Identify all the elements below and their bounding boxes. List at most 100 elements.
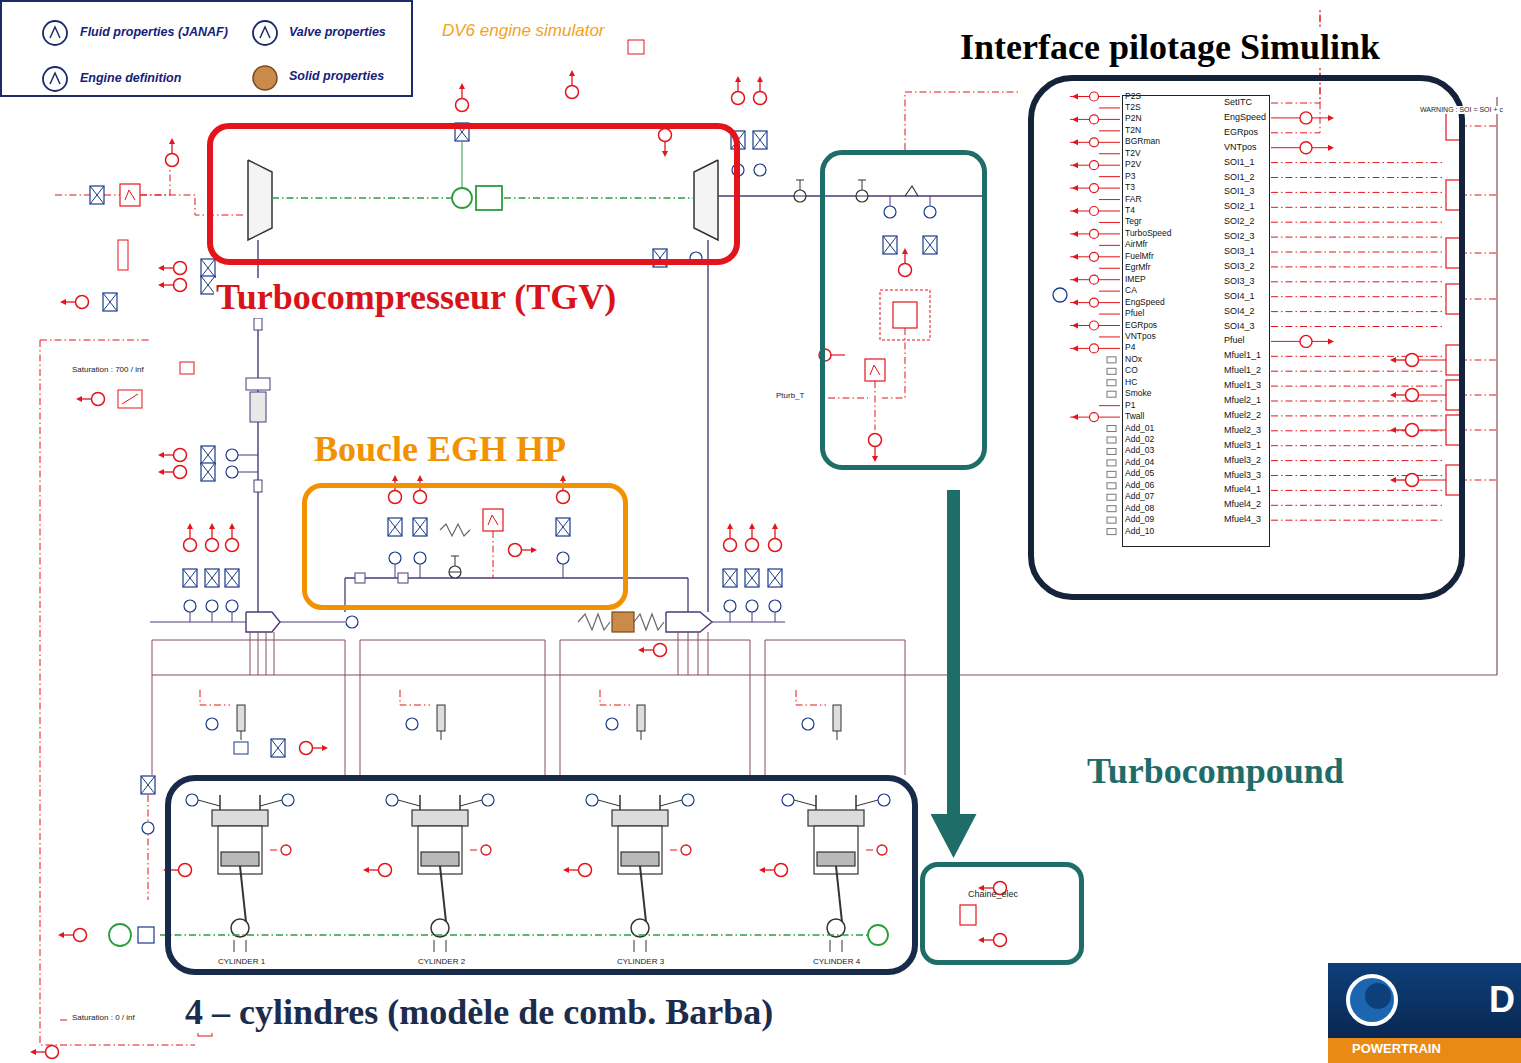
sensor-lead bbox=[664, 142, 665, 153]
signal-bus bbox=[152, 674, 1497, 675]
arrow-head bbox=[158, 452, 164, 458]
signal-line bbox=[1460, 430, 1497, 431]
arrow-head bbox=[229, 523, 235, 529]
gain-cross bbox=[201, 259, 215, 277]
signal-line bbox=[1460, 126, 1497, 127]
signal-line bbox=[270, 850, 280, 851]
gain-cross bbox=[201, 276, 215, 294]
input-port-symbol bbox=[1090, 252, 1099, 261]
port-name: SOI3_3 bbox=[1224, 277, 1255, 287]
port-name: SOI2_2 bbox=[1224, 217, 1255, 227]
gain-cross bbox=[723, 569, 737, 587]
valve-symbol bbox=[449, 566, 461, 578]
sensor-lead bbox=[774, 528, 775, 539]
pipe-element bbox=[254, 318, 262, 330]
arrow-head bbox=[459, 83, 465, 89]
port-name: SOI1_2 bbox=[1224, 173, 1255, 183]
sheet-title: DV6 engine simulator bbox=[440, 22, 607, 41]
sensor-symbol bbox=[1406, 389, 1419, 402]
input-port-symbol bbox=[1090, 92, 1099, 101]
subsystem-frame: Interface pilotage SimulinkP2ST2SP2NT2NB… bbox=[1028, 75, 1465, 600]
sensor-symbol bbox=[994, 934, 1007, 947]
transducer-symbol bbox=[206, 718, 218, 730]
signal-line bbox=[1099, 211, 1120, 212]
port-name: Add_09 bbox=[1125, 515, 1154, 524]
signal-line bbox=[1271, 371, 1444, 372]
logo-band bbox=[1328, 1038, 1521, 1063]
port-name: Mfuel3_3 bbox=[1224, 471, 1261, 481]
saturation-block bbox=[118, 390, 142, 408]
port-name: AirMfr bbox=[1125, 240, 1148, 249]
input-port-symbol bbox=[1090, 138, 1099, 147]
transducer-symbol bbox=[746, 600, 758, 612]
transducer-symbol bbox=[282, 794, 294, 806]
gain-cross bbox=[201, 446, 215, 464]
gain-box bbox=[103, 293, 117, 311]
arrow-head bbox=[1072, 254, 1078, 260]
signal-line bbox=[1099, 245, 1120, 246]
arrow-head bbox=[158, 265, 164, 271]
signal-line bbox=[1099, 222, 1120, 223]
subsystem-frame: Chaine_elec bbox=[920, 862, 1084, 965]
sensor-symbol bbox=[732, 92, 745, 105]
transducer-symbol bbox=[557, 552, 569, 564]
signal-name: Pturb_T bbox=[774, 392, 806, 401]
signal-line bbox=[1271, 162, 1444, 163]
runner-line bbox=[560, 640, 750, 641]
signal-line bbox=[140, 195, 245, 215]
signal-line bbox=[1460, 360, 1497, 361]
port-name: Add_01 bbox=[1125, 424, 1154, 433]
port-name: Pfuel bbox=[1125, 309, 1144, 318]
logo-swirl bbox=[1348, 976, 1396, 1024]
port-name: EGRpos bbox=[1224, 128, 1258, 138]
port-name: FAR bbox=[1125, 195, 1142, 204]
signal-line bbox=[1271, 401, 1444, 402]
group-heading: Turbocompound bbox=[1085, 752, 1346, 792]
gain-cross bbox=[183, 569, 197, 587]
flywheel-block bbox=[138, 927, 154, 943]
sensor-symbol bbox=[775, 864, 788, 877]
subsystem-frame: Boucle EGH HP bbox=[302, 483, 628, 610]
sensor-lead bbox=[759, 81, 760, 92]
sensor-lead bbox=[1312, 147, 1328, 148]
signal-line bbox=[1099, 279, 1120, 280]
signal-line bbox=[1418, 395, 1446, 396]
ground-port bbox=[1107, 529, 1116, 535]
port-name: SOI3_2 bbox=[1224, 262, 1255, 272]
signal-line bbox=[1271, 445, 1444, 446]
display-block bbox=[628, 40, 644, 54]
sensor-symbol bbox=[869, 434, 882, 447]
signal-line bbox=[1271, 475, 1444, 476]
gain-box bbox=[201, 259, 215, 277]
signal-line bbox=[1099, 142, 1120, 143]
function-block bbox=[120, 184, 140, 206]
port-name: Smoke bbox=[1125, 389, 1151, 398]
signal-line bbox=[1271, 117, 1300, 118]
transducer-symbol bbox=[346, 616, 358, 628]
transducer-symbol bbox=[682, 794, 694, 806]
crank-arrow bbox=[634, 940, 635, 952]
signal-line bbox=[1099, 314, 1120, 315]
generator-symbol bbox=[868, 925, 888, 945]
sensor-lead bbox=[189, 528, 190, 539]
function-glyph bbox=[870, 365, 880, 375]
arrow-head bbox=[563, 867, 569, 873]
input-port-symbol bbox=[1090, 207, 1099, 216]
arrow-head bbox=[735, 76, 741, 82]
ground-port bbox=[1107, 471, 1116, 477]
block-name: Chaine_elec bbox=[968, 890, 1018, 900]
transducer-symbol bbox=[389, 552, 401, 564]
transducer-symbol bbox=[878, 794, 890, 806]
cylinder-head bbox=[212, 810, 268, 826]
saturation-glyph bbox=[122, 394, 138, 404]
arrow-head bbox=[531, 547, 537, 553]
logo-panel bbox=[1328, 963, 1521, 1039]
sensor-symbol bbox=[1406, 424, 1419, 437]
sensor-tap bbox=[190, 612, 191, 622]
transducer-symbol bbox=[802, 718, 814, 730]
input-port-symbol bbox=[1090, 275, 1099, 284]
function-block bbox=[865, 359, 885, 381]
signal-line bbox=[1460, 480, 1497, 481]
port-name: Mfuel4_1 bbox=[1224, 485, 1261, 495]
